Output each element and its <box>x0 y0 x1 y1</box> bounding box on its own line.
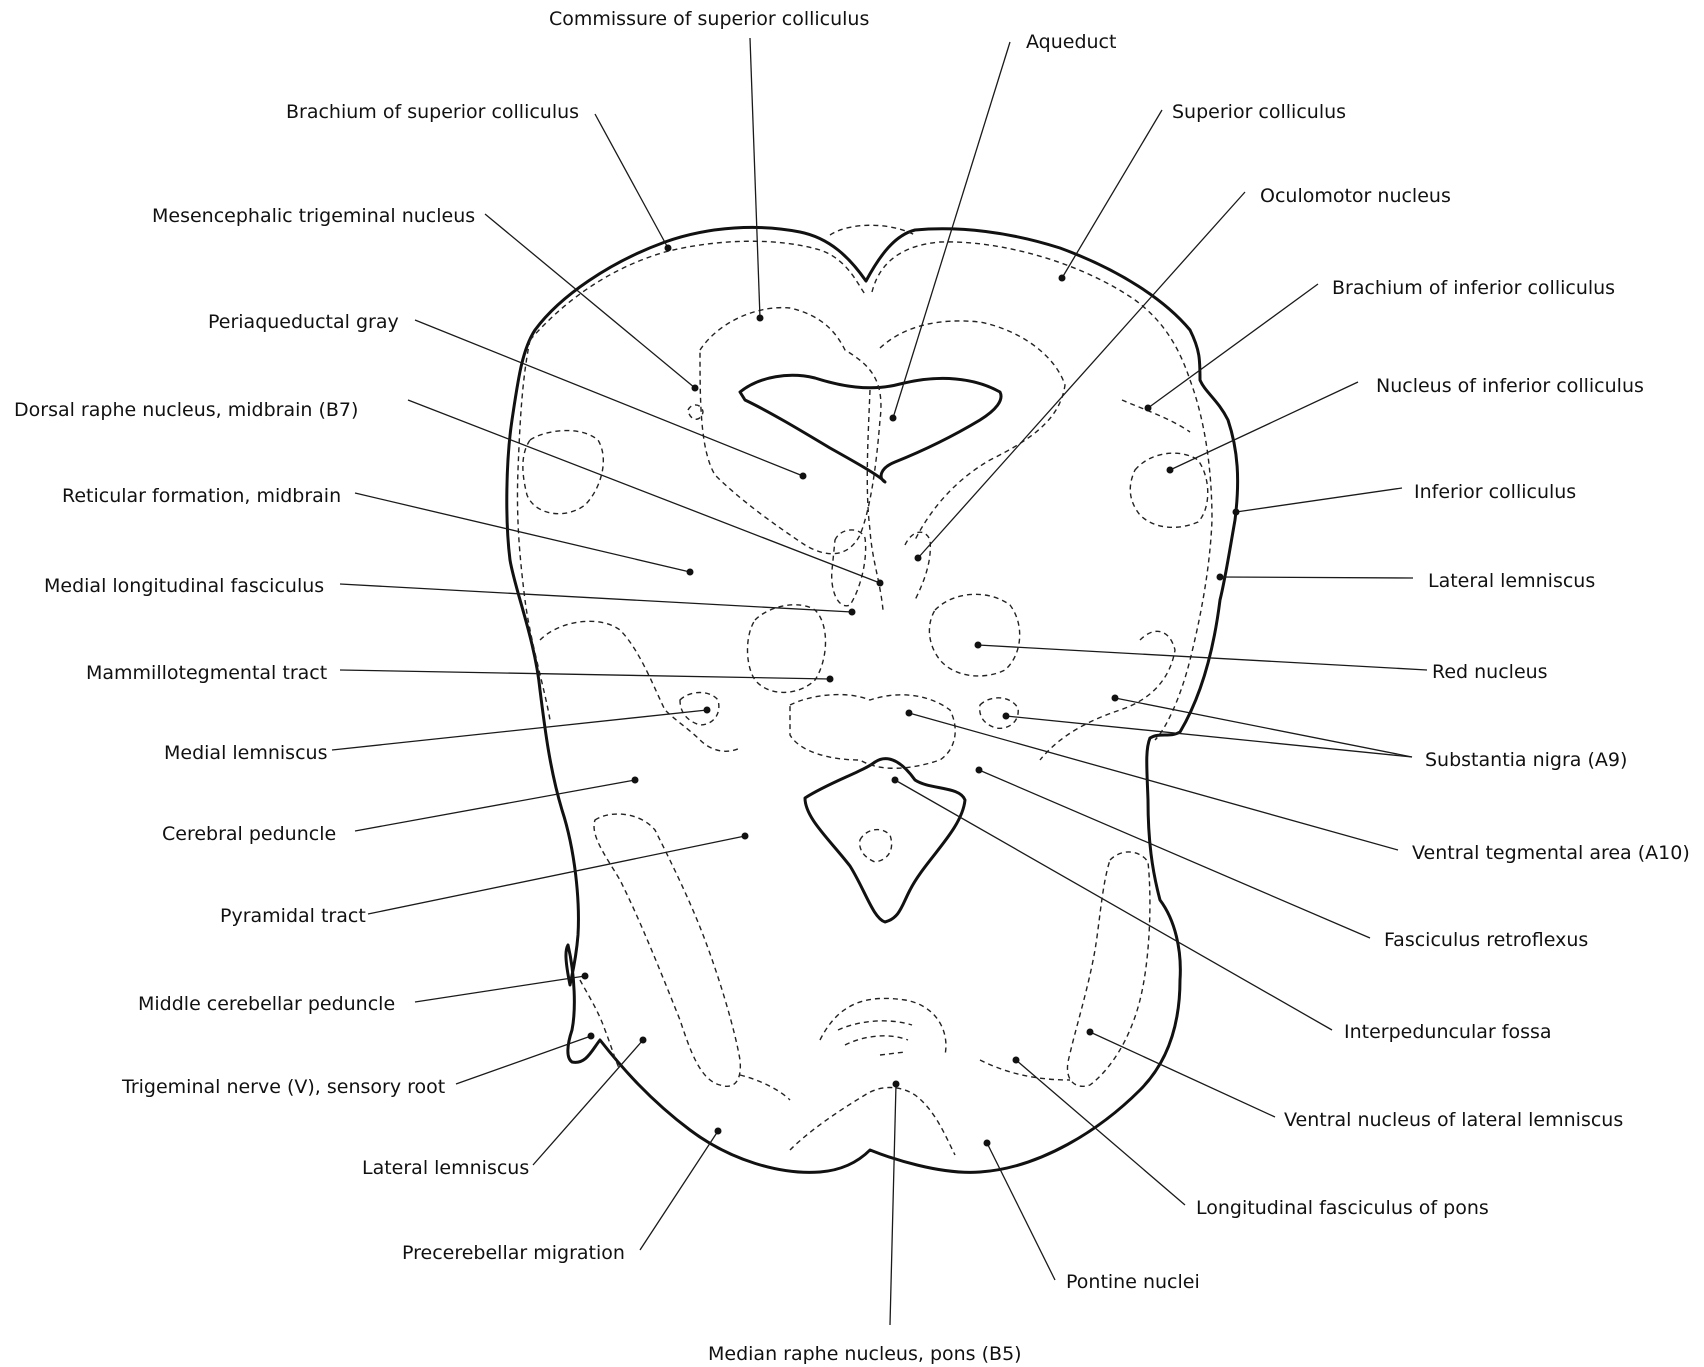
pontine-region <box>789 1086 956 1156</box>
vta-region <box>789 693 956 769</box>
inferior-colliculus-right-region <box>1129 452 1209 529</box>
label-reticular-formation: Reticular formation, midbrain <box>62 485 341 507</box>
periaqueductal-gray-region <box>699 306 882 555</box>
label-pyramidal-tract: Pyramidal tract <box>220 905 366 927</box>
substantia-nigra-region-left <box>539 620 741 752</box>
red-nucleus-region <box>928 593 1021 677</box>
medial-lemniscus-region-right <box>979 697 1019 729</box>
medial-lemniscus-region-left <box>679 691 720 726</box>
label-medial-lemniscus: Medial lemniscus <box>164 742 327 764</box>
label-precerebellar-migration: Precerebellar migration <box>402 1242 625 1264</box>
pontine-region-top <box>819 997 947 1056</box>
label-ventral-nucleus-lateral-lemniscus: Ventral nucleus of lateral lemniscus <box>1284 1109 1623 1131</box>
labels: Commissure of superior colliculus Aquedu… <box>14 8 1690 1365</box>
red-nucleus-region-left <box>746 604 827 694</box>
trigeminal-region <box>579 979 621 1071</box>
commissure-region <box>829 224 916 236</box>
label-ventral-tegmental-area: Ventral tegmental area (A10) <box>1412 842 1690 864</box>
label-nucleus-inferior-colliculus: Nucleus of inferior colliculus <box>1376 375 1644 397</box>
oculomotor-region <box>904 531 932 601</box>
label-lateral-lemniscus-left: Lateral lemniscus <box>362 1157 529 1179</box>
label-fasciculus-retroflexus: Fasciculus retroflexus <box>1384 929 1588 951</box>
target-dots <box>581 244 1240 1147</box>
label-mammillotegmental-tract: Mammillotegmental tract <box>86 662 327 684</box>
substantia-nigra-region-right <box>1039 630 1176 761</box>
left-margin-region <box>516 339 551 721</box>
mesencephalic-nucleus-region <box>687 404 704 420</box>
label-commissure-superior-colliculus: Commissure of superior colliculus <box>549 8 869 30</box>
periaqueductal-gray-region-right <box>879 320 1066 541</box>
right-margin-region <box>1154 379 1213 741</box>
label-red-nucleus: Red nucleus <box>1432 661 1548 683</box>
label-inferior-colliculus: Inferior colliculus <box>1414 481 1576 503</box>
label-periaqueductal-gray: Periaqueductal gray <box>208 311 399 333</box>
label-trigeminal-nerve: Trigeminal nerve (V), sensory root <box>121 1076 445 1098</box>
label-brachium-superior-colliculus: Brachium of superior colliculus <box>286 101 579 123</box>
aqueduct-outline <box>738 373 1003 484</box>
superior-colliculus-boundary-right <box>871 241 1191 381</box>
label-lateral-lemniscus-right: Lateral lemniscus <box>1428 570 1595 592</box>
label-substantia-nigra: Substantia nigra (A9) <box>1425 749 1627 771</box>
cerebral-peduncle-region-left <box>593 813 742 1087</box>
label-cerebral-peduncle: Cerebral peduncle <box>162 823 336 845</box>
pontine-lateral-region-right <box>979 1059 1071 1081</box>
label-longitudinal-fasciculus-pons: Longitudinal fasciculus of pons <box>1196 1197 1489 1219</box>
cerebral-peduncle-region-right <box>1066 851 1151 1087</box>
pontine-inner-lines <box>837 1020 913 1056</box>
label-oculomotor-nucleus: Oculomotor nucleus <box>1260 185 1451 207</box>
label-aqueduct: Aqueduct <box>1026 31 1116 53</box>
label-medial-longitudinal-fasciculus: Medial longitudinal fasciculus <box>44 575 324 597</box>
label-dorsal-raphe-nucleus: Dorsal raphe nucleus, midbrain (B7) <box>14 399 358 421</box>
internal-regions <box>516 224 1213 1156</box>
label-brachium-inferior-colliculus: Brachium of inferior colliculus <box>1332 277 1615 299</box>
label-pontine-nuclei: Pontine nuclei <box>1066 1271 1200 1293</box>
superior-colliculus-boundary <box>529 240 867 341</box>
label-interpeduncular-fossa: Interpeduncular fossa <box>1344 1021 1552 1043</box>
label-middle-cerebellar-peduncle: Middle cerebellar peduncle <box>138 993 395 1015</box>
interpeduncular-fossa-outline <box>803 757 967 924</box>
label-superior-colliculus: Superior colliculus <box>1172 101 1346 123</box>
mlf-region <box>831 529 867 607</box>
brachium-inferior-region <box>1121 399 1191 433</box>
label-mesencephalic-trigeminal-nucleus: Mesencephalic trigeminal nucleus <box>152 205 475 227</box>
pontine-lateral-region-left <box>739 1074 791 1101</box>
inferior-colliculus-left-region <box>522 429 604 515</box>
leader-lines <box>331 37 1428 1326</box>
label-median-raphe-nucleus: Median raphe nucleus, pons (B5) <box>708 1343 1022 1365</box>
fossa-inner-region <box>858 828 893 863</box>
dorsal-raphe-region <box>866 389 884 611</box>
